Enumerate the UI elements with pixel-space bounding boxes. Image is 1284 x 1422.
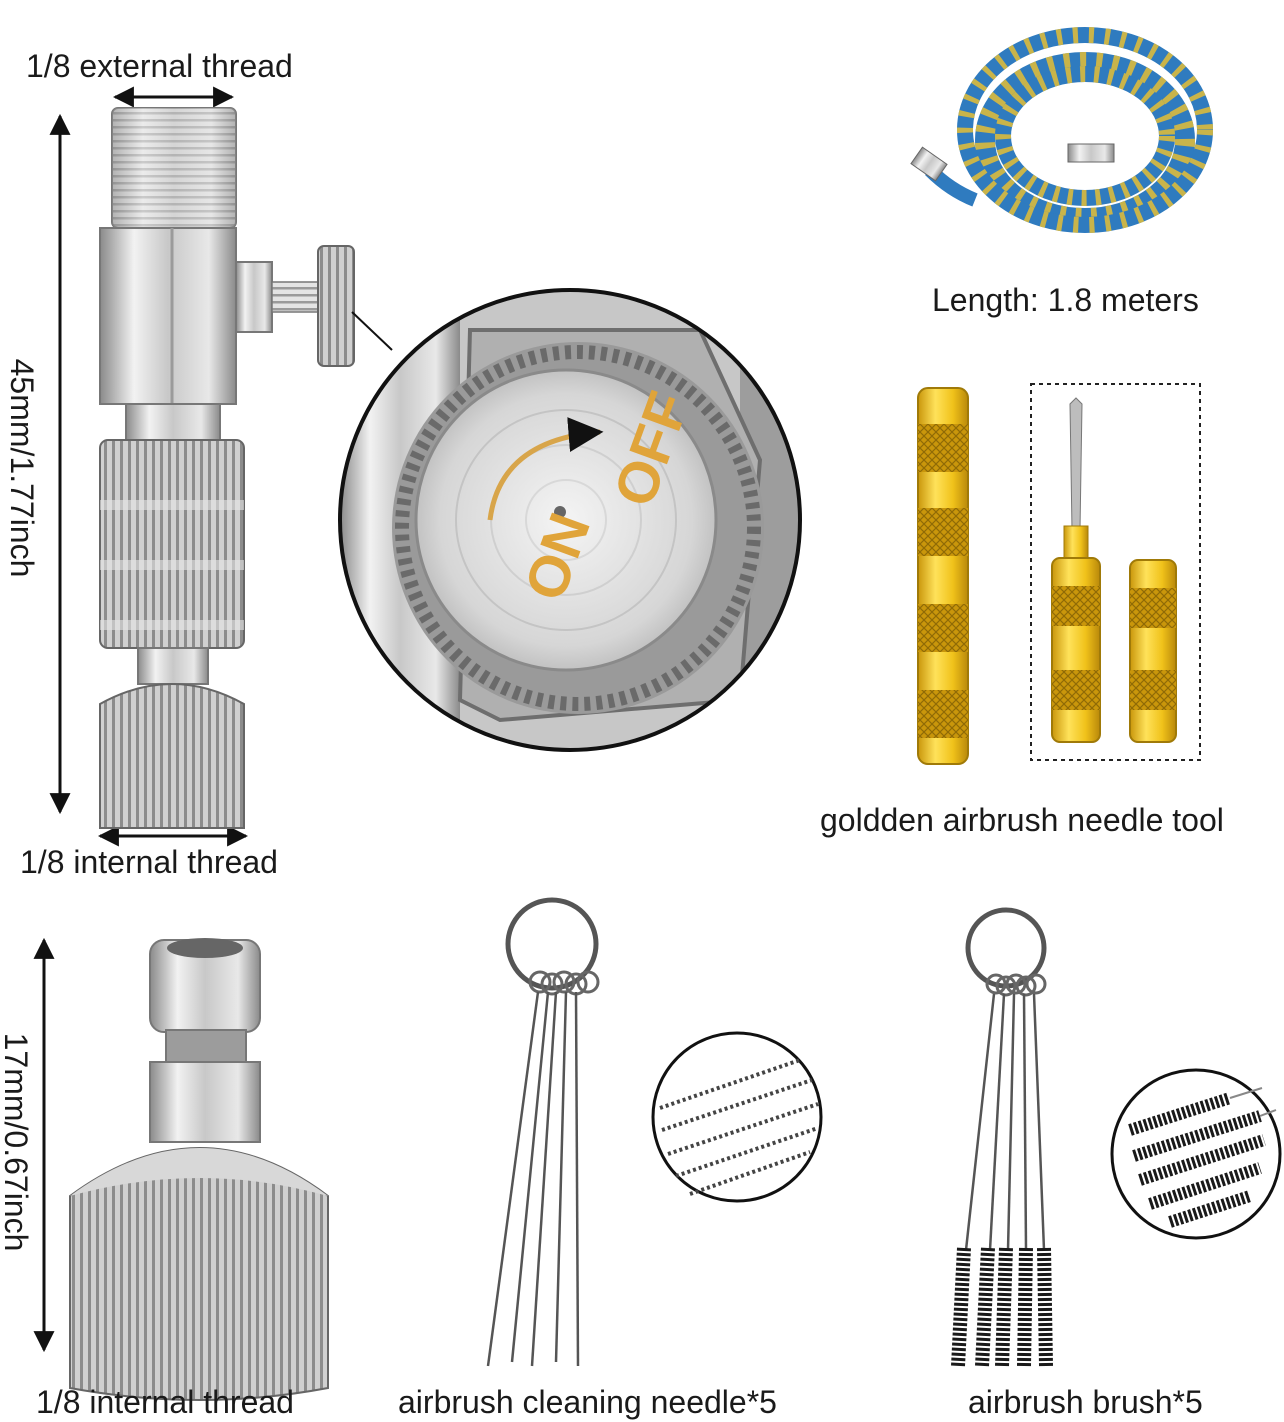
quick-release-plug: [69, 938, 329, 1401]
hose-length-label: Length: 1.8 meters: [932, 282, 1199, 318]
airbrush-valve: [99, 107, 355, 829]
cleaning-needle-label: airbrush cleaning needle*5: [398, 1384, 777, 1420]
gold-needle-tool-open: [1051, 397, 1177, 743]
brush-label: airbrush brush*5: [968, 1384, 1203, 1420]
zoom-leader-line: [351, 311, 393, 351]
needle-tool-label: goldden airbrush needle tool: [820, 802, 1224, 838]
airbrush-brush-set: [951, 907, 1053, 1367]
cleaning-needle-set: [486, 897, 600, 1367]
cleaning-needle-zoom: [651, 1031, 823, 1203]
valve-top-thread-label: 1/8 external thread: [26, 48, 293, 84]
gold-needle-tool-closed: [917, 387, 969, 765]
valve-bottom-thread-label: 1/8 internal thread: [20, 844, 278, 880]
knob-zoom-circle: OFF ON: [338, 288, 802, 752]
airbrush-hose: [910, 27, 1213, 233]
plug-height-label: 17mm/0.67inch: [0, 1032, 34, 1252]
valve-height-label: 45mm/1.77inch: [4, 358, 40, 578]
plug-thread-label: 1/8 internal thread: [36, 1384, 294, 1420]
airbrush-brush-zoom: [1110, 1068, 1282, 1240]
